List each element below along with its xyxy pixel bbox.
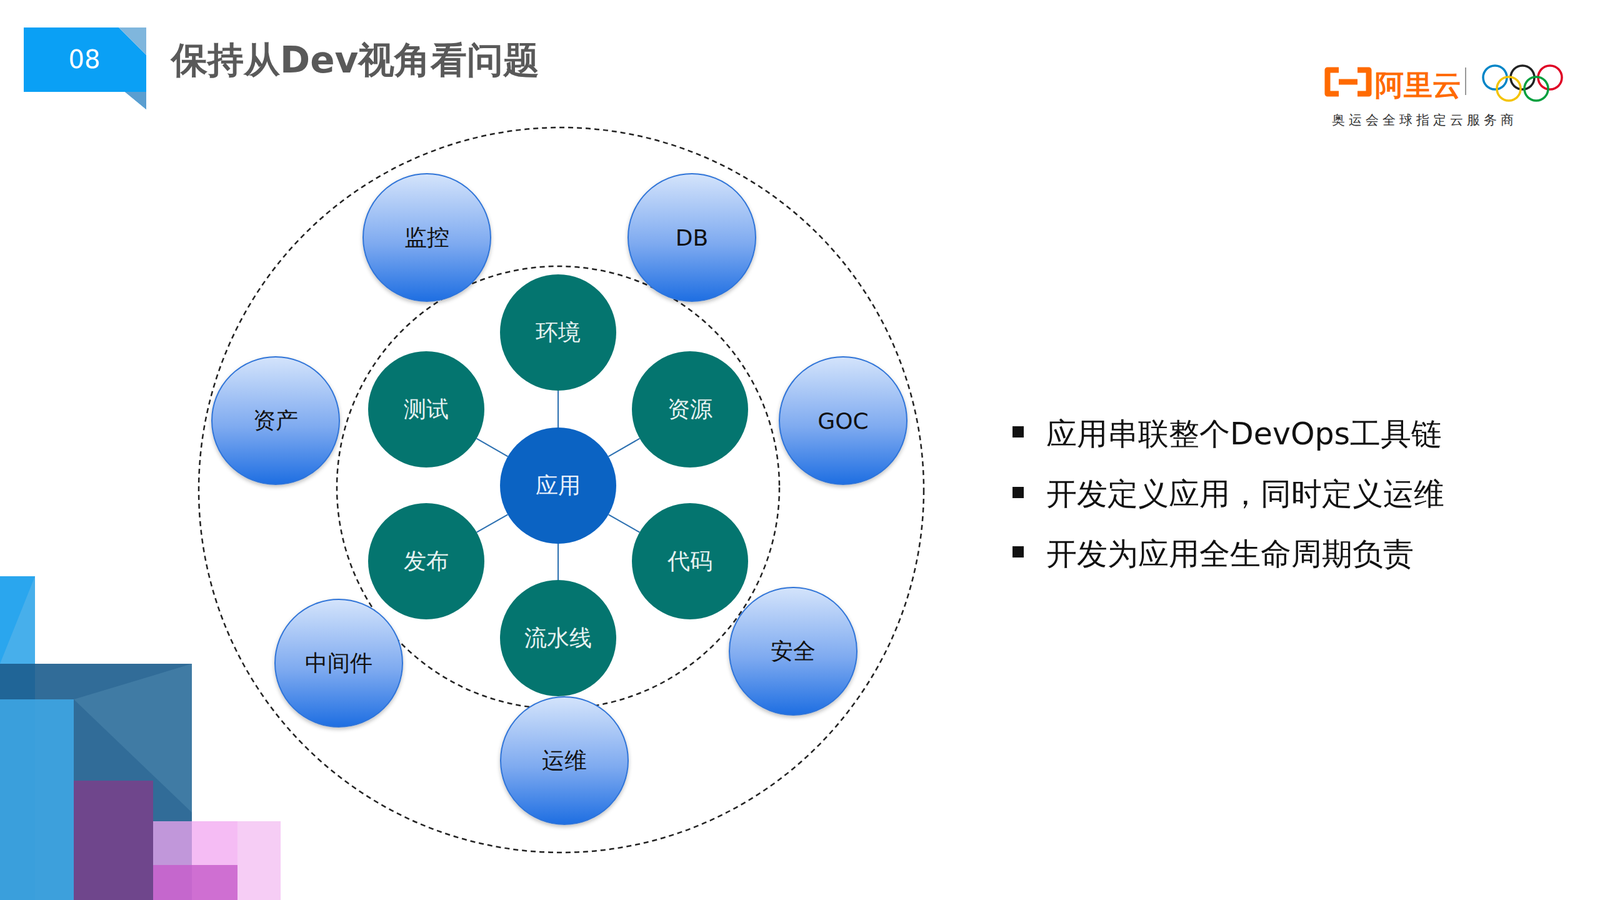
outer-node: 运维 [500, 696, 629, 825]
inner-node: 代码 [631, 503, 749, 620]
connector [608, 438, 640, 457]
title-badge [23, 27, 147, 110]
node-label: 中间件 [305, 648, 373, 679]
inner-node: 环境 [500, 274, 617, 391]
connector [608, 514, 640, 532]
node-label: 环境 [535, 317, 581, 349]
node-label: 资源 [667, 394, 713, 425]
bullet-text: 开发为应用全生命周期负责 [1046, 533, 1414, 575]
node-label: 监控 [404, 222, 450, 254]
outer-node: 中间件 [274, 598, 404, 728]
connector [558, 543, 559, 580]
node-label: 运维 [541, 745, 587, 777]
corner-decoration [0, 576, 281, 900]
logo-divider [1465, 67, 1467, 95]
node-label: 安全 [770, 636, 816, 667]
slide-title: 保持从Dev视角看问题 [171, 36, 540, 85]
outer-node: GOC [778, 356, 908, 485]
center-node: 应用 [500, 427, 617, 544]
badge-fold [118, 27, 147, 55]
outer-node: DB [627, 173, 757, 302]
node-label: 流水线 [524, 623, 592, 654]
outer-node: 安全 [728, 586, 858, 716]
node-label: GOC [817, 408, 869, 434]
brand-tagline: 奥运会全球指定云服务商 [1331, 111, 1518, 129]
inner-node: 测试 [368, 351, 485, 468]
section-number: 08 [68, 45, 101, 74]
bullet-square [1012, 546, 1024, 558]
outer-node: 监控 [362, 173, 492, 302]
node-label: 应用 [535, 470, 581, 502]
connector [476, 438, 509, 457]
bullet-square [1012, 426, 1024, 438]
olympic-rings [1483, 65, 1562, 101]
node-label: 测试 [403, 394, 449, 425]
bullet-text: 开发定义应用，同时定义运维 [1046, 473, 1445, 515]
outer-node: 资产 [211, 356, 340, 485]
aliyun-logo-icon [1327, 70, 1369, 94]
inner-ring [336, 266, 780, 709]
outer-ring [198, 127, 924, 853]
node-label: 资产 [253, 405, 299, 437]
badge-fold [125, 91, 147, 110]
bullet-square [1012, 486, 1024, 499]
inner-node: 流水线 [500, 580, 617, 697]
inner-node: 发布 [368, 503, 485, 620]
inner-node: 资源 [631, 351, 749, 468]
connector [476, 514, 509, 532]
node-label: 发布 [403, 546, 449, 577]
node-label: 代码 [667, 546, 713, 577]
connector [558, 390, 559, 428]
bullet-text: 应用串联整个DevOps工具链 [1046, 413, 1442, 455]
brand-name: 阿里云 [1375, 66, 1462, 105]
node-label: DB [675, 225, 709, 251]
